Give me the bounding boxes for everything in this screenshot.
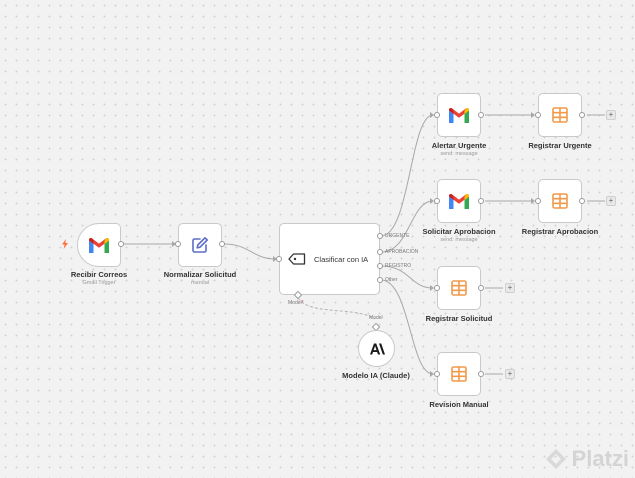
node-title: Registrar Urgente xyxy=(528,141,592,150)
gmail-icon xyxy=(449,193,469,209)
node-title: Registrar Aprobacion xyxy=(521,227,599,236)
node-modelo-ia-claude[interactable] xyxy=(358,330,395,367)
node-solicitar-aprobacion[interactable] xyxy=(437,179,481,223)
output-handle[interactable] xyxy=(118,241,124,247)
output-handle-aprobacion[interactable] xyxy=(377,249,383,255)
trigger-bolt-icon xyxy=(62,239,68,249)
input-handle[interactable] xyxy=(434,198,440,204)
node-alertar-urgente[interactable] xyxy=(437,93,481,137)
model-output-label: Model xyxy=(369,315,383,321)
node-title: Modelo IA (Claude) xyxy=(342,371,410,380)
output-handle[interactable] xyxy=(478,198,484,204)
input-handle[interactable] xyxy=(535,112,541,118)
edge-other-revision xyxy=(380,279,434,375)
node-registrar-solicitud[interactable] xyxy=(437,266,481,310)
platzi-logo-icon xyxy=(545,449,566,469)
tag-icon xyxy=(288,253,306,265)
node-subtitle: manual xyxy=(190,280,210,286)
add-node-button[interactable]: + xyxy=(505,369,515,379)
input-handle[interactable] xyxy=(535,198,541,204)
output-handle[interactable] xyxy=(219,241,225,247)
node-clasificar-con-ia[interactable]: Clasificar con IA xyxy=(279,223,380,295)
node-title: Clasificar con IA xyxy=(314,254,369,264)
output-label-urgente: URGENTE xyxy=(385,233,410,239)
sheets-icon xyxy=(552,107,568,123)
output-handle[interactable] xyxy=(478,112,484,118)
output-handle[interactable] xyxy=(579,198,585,204)
node-title: Registrar Solicitud xyxy=(425,314,493,323)
input-handle[interactable] xyxy=(276,256,282,262)
node-registrar-aprobacion[interactable] xyxy=(538,179,582,223)
node-title: Normalizar Solicitud xyxy=(163,270,237,279)
gmail-icon xyxy=(449,107,469,123)
node-normalizar-solicitud[interactable] xyxy=(178,223,222,267)
sheets-icon xyxy=(451,366,467,382)
node-subtitle: send: message xyxy=(440,151,478,157)
edge-normalizar-clasificar xyxy=(223,243,277,260)
add-node-button[interactable]: + xyxy=(505,283,515,293)
output-handle[interactable] xyxy=(478,285,484,291)
output-label-aprobacion: APROBACION xyxy=(385,249,419,255)
output-handle-other[interactable] xyxy=(377,277,383,283)
input-handle[interactable] xyxy=(434,285,440,291)
output-handle-urgente[interactable] xyxy=(377,233,383,239)
gmail-icon xyxy=(89,237,109,253)
node-title: Alertar Urgente xyxy=(431,141,487,150)
node-title: Revision Manual xyxy=(429,400,489,409)
input-handle[interactable] xyxy=(434,371,440,377)
edge-model-connection xyxy=(297,297,376,320)
pencil-square-icon xyxy=(192,237,208,253)
input-handle[interactable] xyxy=(175,241,181,247)
input-handle[interactable] xyxy=(434,112,440,118)
edge-registro-registrar-solicitud xyxy=(380,265,434,289)
add-node-button[interactable]: + xyxy=(606,196,616,206)
edge-aprobacion-solicitar xyxy=(380,200,434,253)
watermark-text: Platzi xyxy=(571,446,629,471)
edge-urgente-alertar xyxy=(380,114,434,237)
model-input-label: Model* xyxy=(288,300,304,306)
output-handle[interactable] xyxy=(478,371,484,377)
node-title: Recibir Correos xyxy=(70,270,128,279)
node-registrar-urgente[interactable] xyxy=(538,93,582,137)
output-label-registro: REGISTRO xyxy=(385,263,412,269)
add-node-button[interactable]: + xyxy=(606,110,616,120)
node-subtitle: Gmail Trigger xyxy=(82,280,116,286)
node-subtitle: send: message xyxy=(440,237,478,243)
platzi-watermark: Platzi xyxy=(544,446,629,472)
node-title: Solicitar Aprobacion xyxy=(422,227,496,236)
node-revision-manual[interactable] xyxy=(437,352,481,396)
sheets-icon xyxy=(451,280,467,296)
output-label-other: Other xyxy=(385,277,398,283)
anthropic-icon xyxy=(369,343,385,354)
output-handle-registro[interactable] xyxy=(377,263,383,269)
output-handle[interactable] xyxy=(579,112,585,118)
sheets-icon xyxy=(552,193,568,209)
node-recibir-correos[interactable] xyxy=(77,223,121,267)
